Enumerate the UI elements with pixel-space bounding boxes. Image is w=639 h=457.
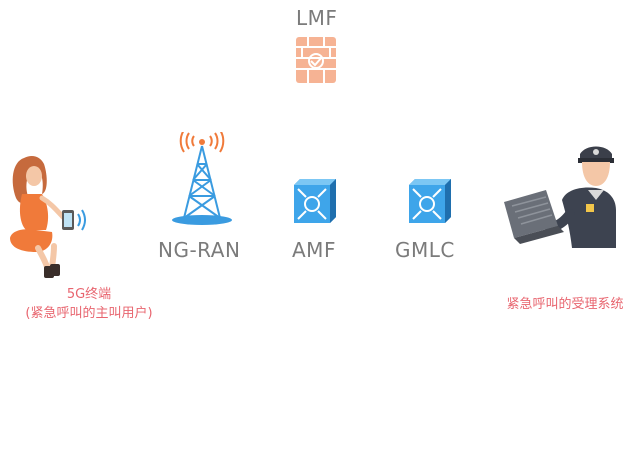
ng-ran-label: NG-RAN xyxy=(158,238,241,262)
network-function-cube-icon xyxy=(405,177,453,227)
network-function-cube-icon xyxy=(290,177,338,227)
police-officer-laptop-icon xyxy=(500,140,618,252)
woman-phone-icon xyxy=(2,152,86,280)
amf-label: AMF xyxy=(292,238,336,262)
radio-tower-icon xyxy=(164,132,240,228)
terminal-label: 5G终端 (紧急呼叫的主叫用户) xyxy=(0,283,178,321)
firewall-icon xyxy=(294,35,338,85)
lmf-label: LMF xyxy=(296,6,338,30)
terminal-label-line2: (紧急呼叫的主叫用户) xyxy=(25,306,153,321)
psap-label: 紧急呼叫的受理系统 xyxy=(506,297,624,312)
gmlc-label: GMLC xyxy=(395,238,455,262)
terminal-label-line1: 5G终端 xyxy=(66,287,112,302)
